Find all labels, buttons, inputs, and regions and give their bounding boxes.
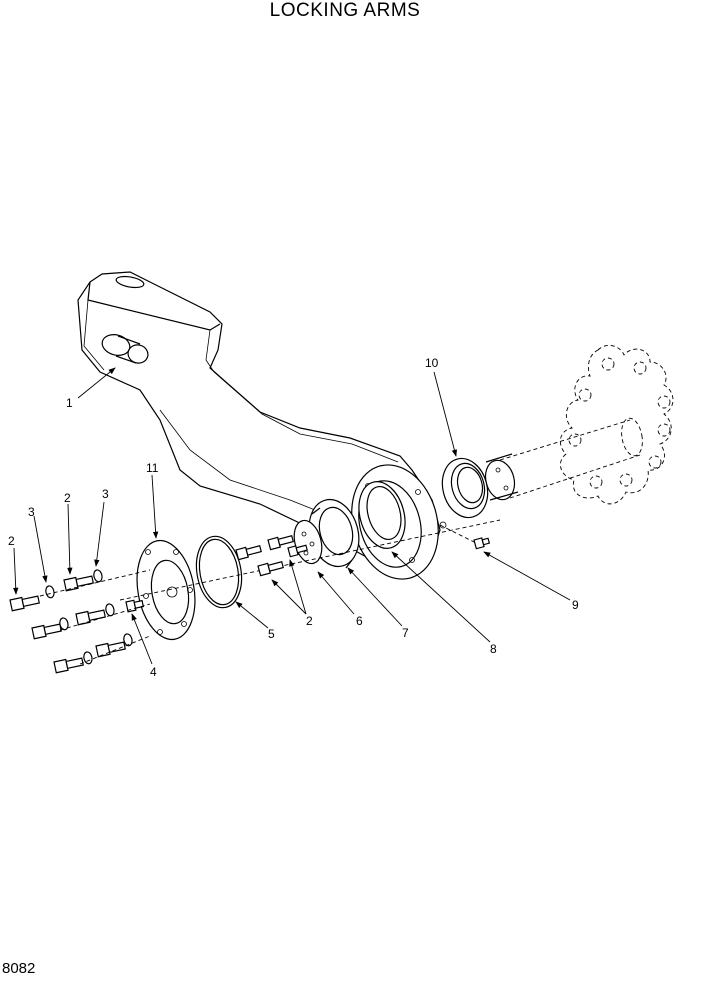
page-title: LOCKING ARMS [269, 0, 421, 21]
bolts-right-group [235, 534, 308, 577]
shaft-phantom [484, 417, 643, 501]
callout-1: 1 [66, 396, 73, 410]
callout-2-left: 2 [8, 534, 15, 548]
page-number: 8082 [2, 960, 36, 977]
callout-7: 7 [402, 626, 409, 640]
callout-3-left: 3 [28, 505, 35, 519]
callout-4: 4 [150, 665, 157, 679]
callout-11: 11 [146, 461, 159, 475]
fitting-part-9 [439, 524, 491, 550]
bearing-part-8 [358, 481, 406, 549]
callout-9: 9 [572, 598, 579, 612]
callout-8: 8 [490, 642, 497, 656]
callout-2-right: 2 [306, 614, 313, 628]
callout-2-middle: 2 [64, 491, 71, 505]
seal-part-10 [441, 457, 489, 519]
assembly-centerline [119, 519, 501, 601]
cover-plate-part-11 [136, 539, 196, 641]
sprocket-phantom [559, 344, 674, 505]
callout-10: 10 [425, 356, 439, 370]
leader-lines [13, 367, 571, 665]
callout-3-middle: 3 [102, 487, 109, 501]
callout-6: 6 [356, 614, 363, 628]
o-ring-part-5 [195, 535, 243, 609]
callout-5: 5 [268, 627, 275, 641]
bolts-left-group [9, 569, 151, 674]
